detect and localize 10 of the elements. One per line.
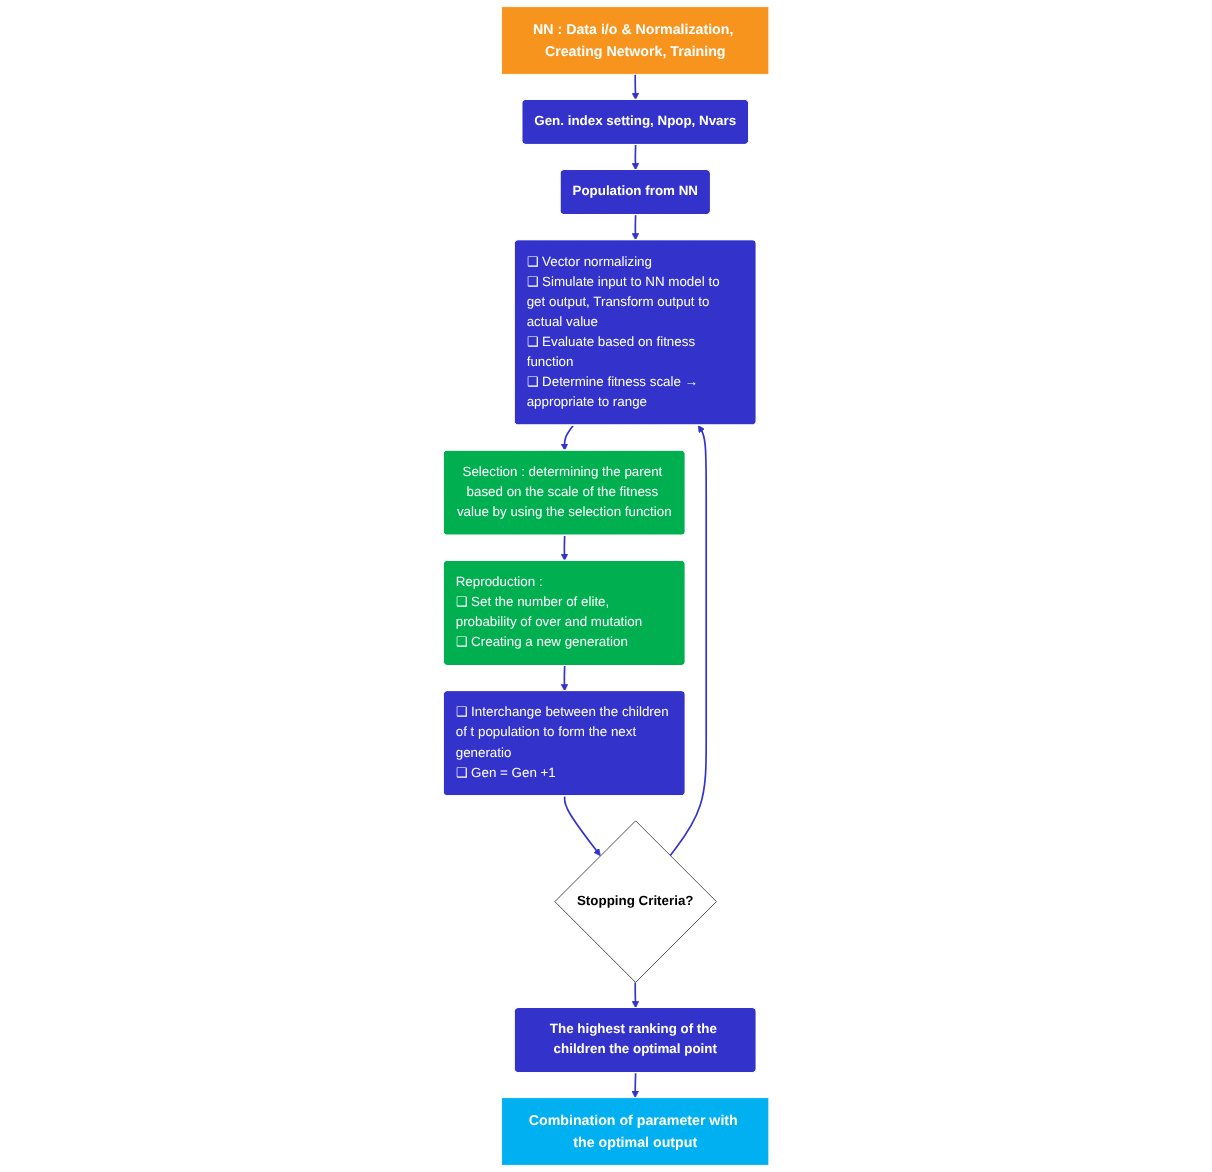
arrow <box>631 981 640 1009</box>
arrow <box>631 1072 639 1098</box>
arrow <box>669 425 708 857</box>
arrow <box>631 73 640 101</box>
arrow <box>560 534 569 562</box>
arrow <box>631 214 640 241</box>
arrow <box>560 424 574 451</box>
arrow <box>631 144 640 171</box>
arrow <box>560 665 569 692</box>
arrow <box>563 795 601 857</box>
